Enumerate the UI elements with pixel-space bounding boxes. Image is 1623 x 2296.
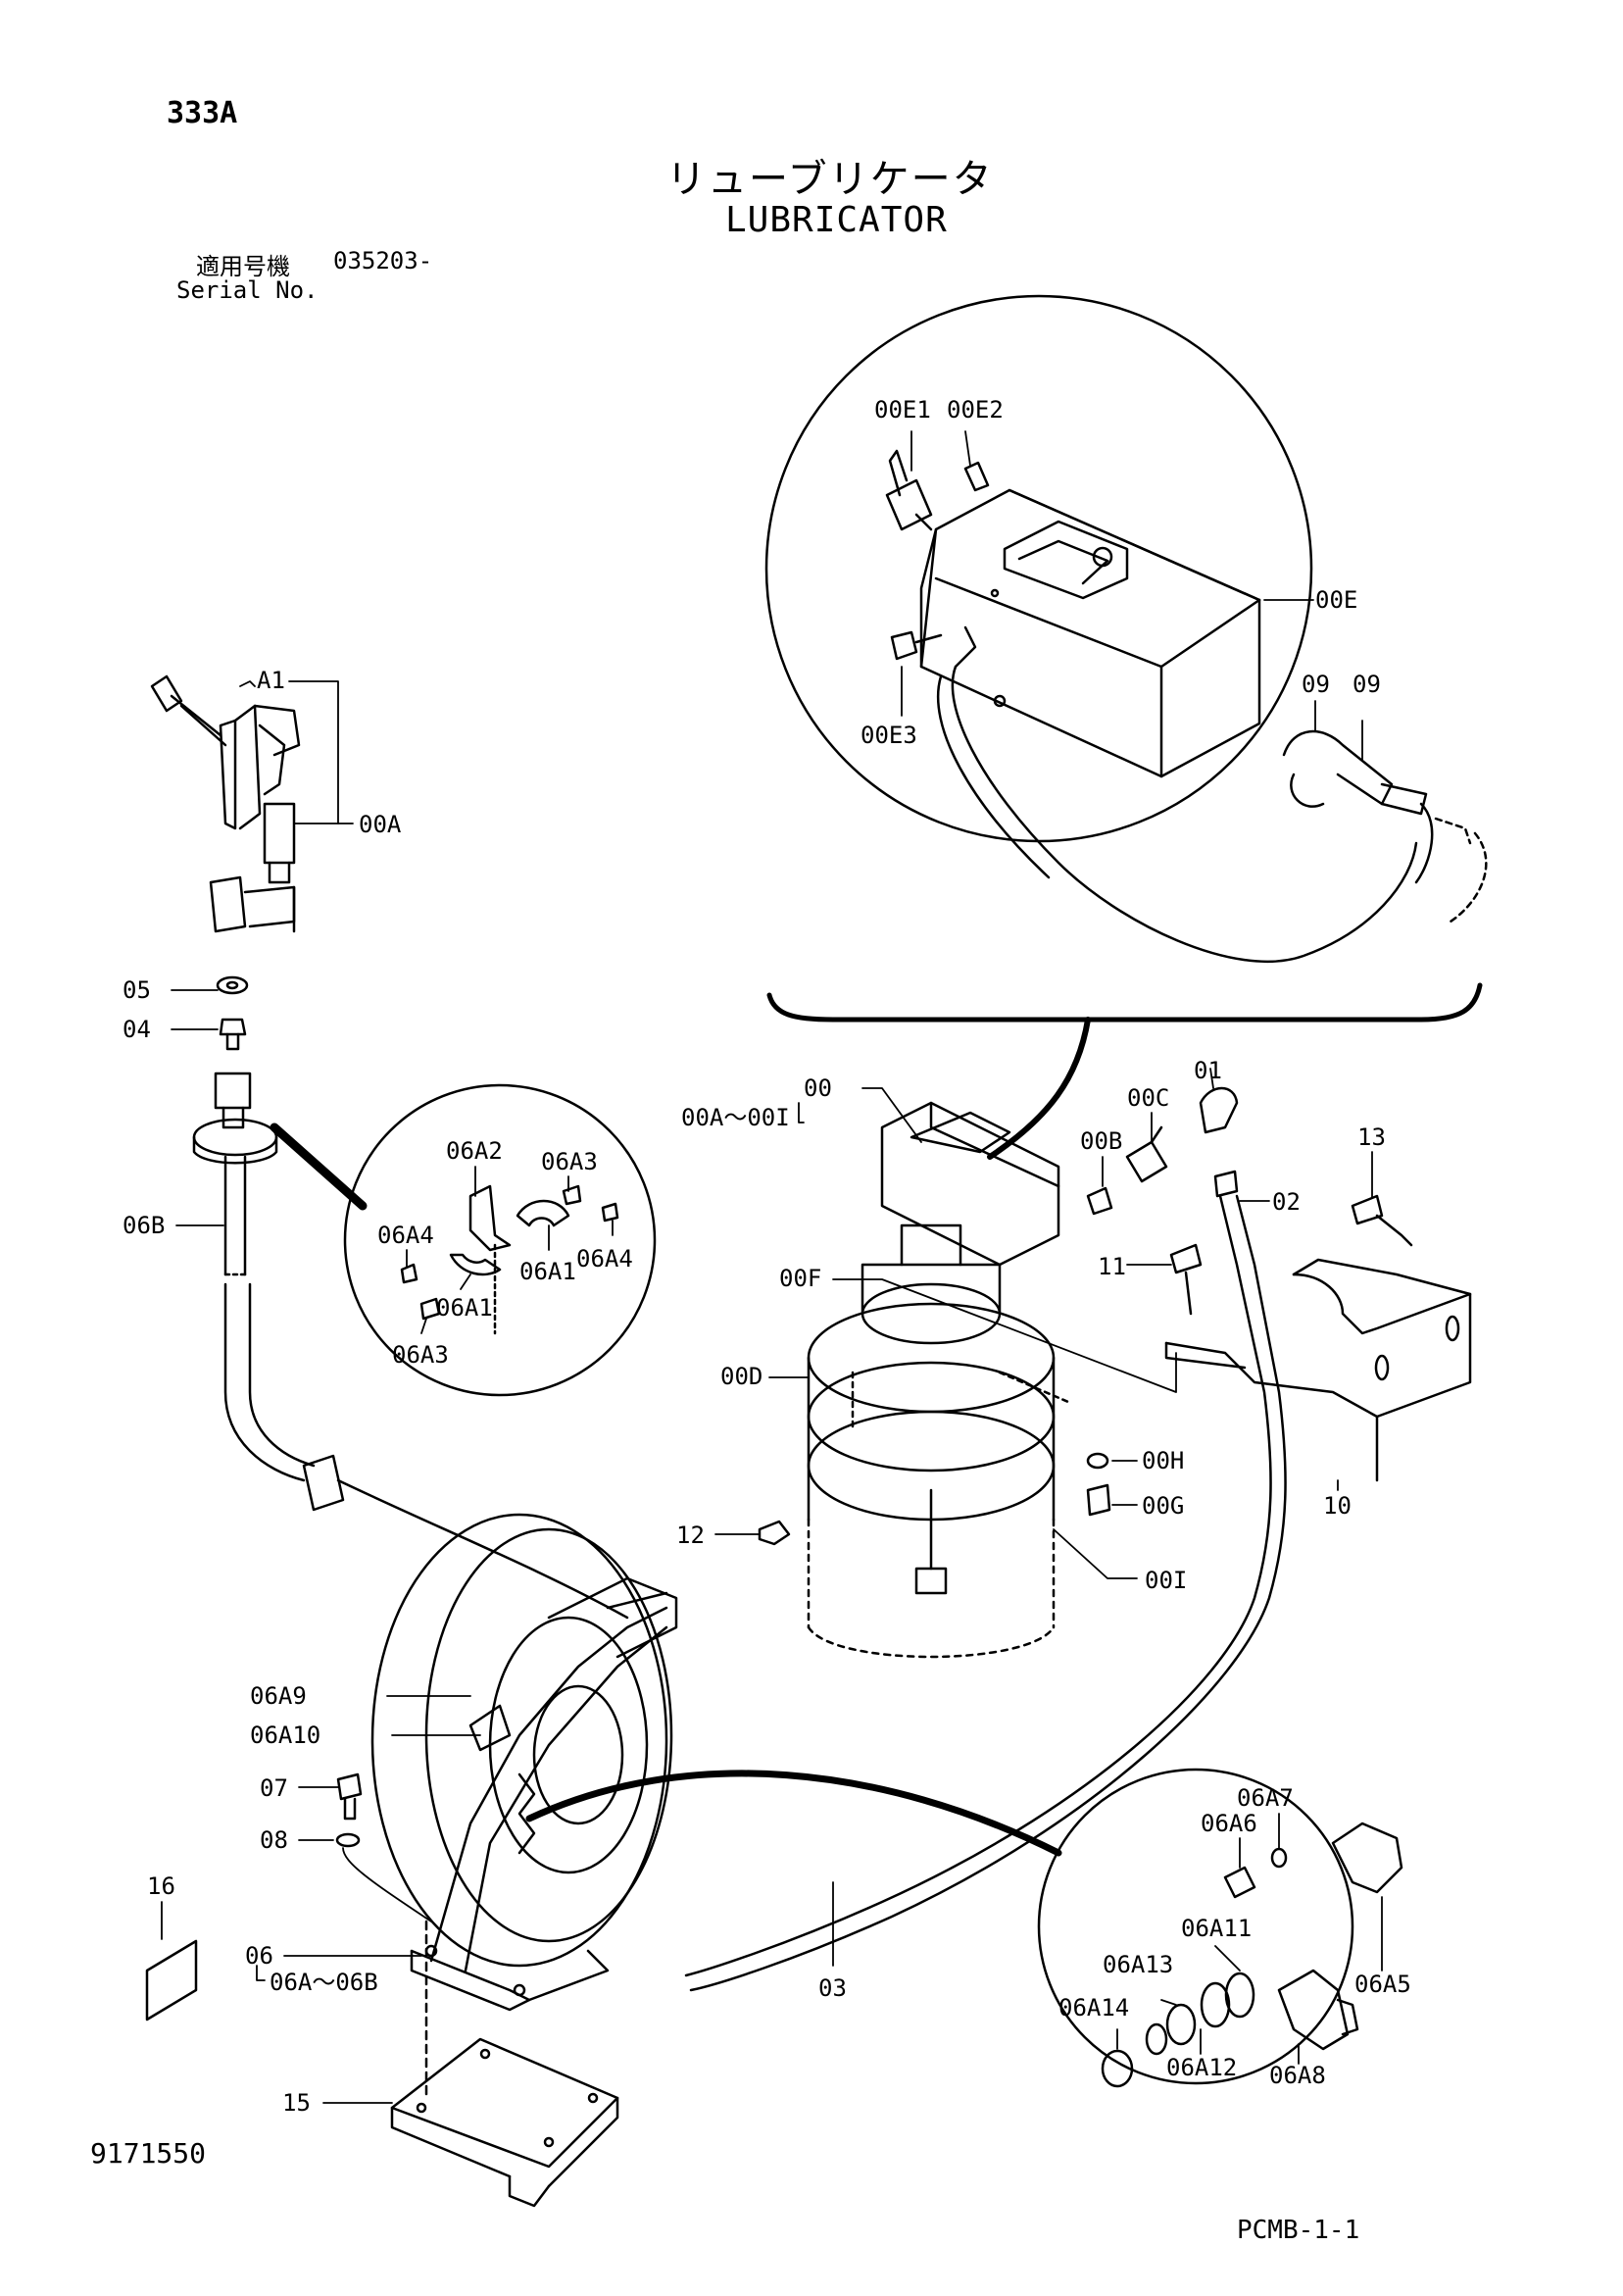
label-00F: 00F (779, 1265, 821, 1292)
label-03: 03 (818, 1974, 847, 2002)
label-05: 05 (123, 976, 151, 1004)
label-00E: 00E (1315, 586, 1357, 614)
label-00H: 00H (1142, 1447, 1184, 1474)
serial-label-english: Serial No. (176, 276, 319, 304)
hose-reel (370, 1513, 678, 2012)
label-06A1-left: 06A1 (436, 1294, 493, 1322)
label-06A9: 06A9 (250, 1682, 307, 1710)
serial-label-japanese: 適用号機 (196, 253, 290, 280)
serial-number: 035203- (333, 247, 433, 275)
label-00E3: 00E3 (861, 722, 917, 749)
title-english: LUBRICATOR (725, 200, 948, 240)
bolts (758, 1194, 1413, 1546)
label-09-a: 09 (1302, 671, 1330, 698)
label-16: 16 (147, 1872, 175, 1900)
label-11: 11 (1098, 1253, 1126, 1280)
label-06A4-right: 06A4 (576, 1245, 633, 1273)
label-15: 15 (282, 2089, 311, 2117)
label-00D: 00D (720, 1363, 762, 1390)
label-06A12: 06A12 (1166, 2054, 1237, 2081)
label-06B: 06B (123, 1212, 165, 1239)
label-06A1-right: 06A1 (519, 1258, 576, 1285)
label-04: 04 (123, 1016, 151, 1043)
label-06A4-left: 06A4 (377, 1222, 434, 1249)
label-01: 01 (1194, 1057, 1222, 1084)
grease-gun (150, 674, 301, 1276)
title-japanese: リューブリケータ (666, 157, 994, 202)
label-07: 07 (260, 1774, 288, 1802)
document-number: 9171550 (90, 2137, 207, 2170)
label-06A3-top: 06A3 (541, 1148, 598, 1175)
label-00B: 00B (1080, 1127, 1122, 1155)
label-08: 08 (260, 1826, 288, 1854)
label-06A5: 06A5 (1354, 1971, 1411, 1998)
detail-circle-pump (764, 294, 1488, 964)
label-A1: A1 (257, 667, 285, 694)
plate-15 (390, 1920, 619, 2208)
label-00A-00I: 00A～00I (681, 1104, 790, 1131)
label-00: 00 (804, 1074, 832, 1102)
label-06A13: 06A13 (1103, 1951, 1173, 1978)
label-00E2: 00E2 (947, 396, 1004, 424)
label-00A: 00A (359, 811, 402, 838)
detail-circle-swivel (525, 1768, 1403, 2088)
label-00C: 00C (1127, 1084, 1169, 1112)
label-00E1: 00E1 (874, 396, 931, 424)
label-02: 02 (1272, 1188, 1301, 1216)
label-00I: 00I (1145, 1567, 1187, 1594)
label-06A-06B: 06A～06B (270, 1969, 378, 1996)
leader-lines (161, 430, 1383, 2104)
diagram-code: 333A (167, 96, 238, 130)
part-labels: 00E1 00E2 00E 00E3 09 09 A1 00A 05 04 06… (123, 396, 1411, 2117)
bracket-10 (1164, 1258, 1472, 1482)
label-06A7: 06A7 (1237, 1784, 1294, 1812)
detail-bracket (766, 982, 1483, 1023)
label-10: 10 (1323, 1492, 1352, 1520)
label-09-b: 09 (1352, 671, 1381, 698)
detail-circle-clamp (270, 1083, 657, 1397)
label-06A14: 06A14 (1058, 1994, 1129, 2021)
label-06A3-bottom: 06A3 (392, 1341, 449, 1369)
label-00G: 00G (1142, 1492, 1184, 1520)
hose-06b-lower (223, 1282, 306, 1482)
page-code: PCMB-1-1 (1237, 2216, 1360, 2245)
label-06A10: 06A10 (250, 1722, 320, 1749)
label-12: 12 (676, 1522, 705, 1549)
label-06A8: 06A8 (1269, 2062, 1326, 2089)
label-06A6: 06A6 (1201, 1810, 1257, 1837)
label-06: 06 (245, 1942, 273, 1970)
label-06A2: 06A2 (446, 1137, 503, 1165)
label-06A11: 06A11 (1181, 1915, 1252, 1942)
label-13: 13 (1357, 1123, 1386, 1151)
pad-16 (145, 1939, 198, 2021)
fittings (684, 1086, 1287, 1992)
reservoir-drum (807, 1101, 1060, 1659)
